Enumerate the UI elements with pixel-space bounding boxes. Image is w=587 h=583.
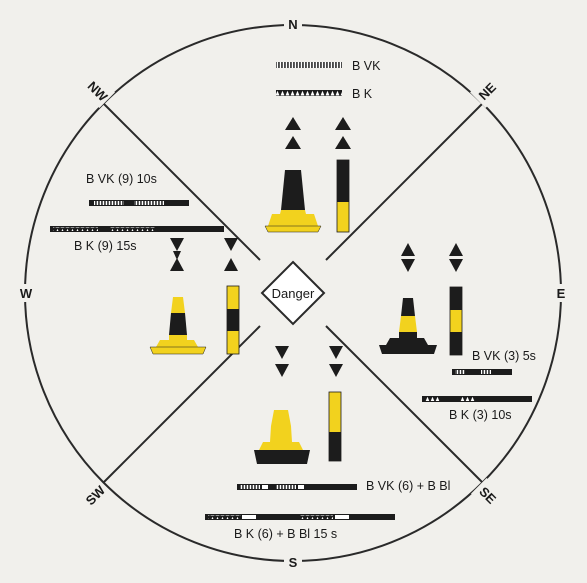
south-rhythm-vq-label: B VK (6) + B Bl bbox=[366, 479, 450, 493]
west-spar-icon bbox=[226, 285, 240, 355]
west-buoy-topmark-icon bbox=[170, 238, 184, 251]
west-buoy-icon bbox=[149, 297, 207, 355]
north-spar-icon bbox=[336, 159, 350, 233]
east-buoy-topmark-icon bbox=[401, 243, 415, 256]
south-spar-icon bbox=[328, 391, 342, 462]
danger-marker: Danger bbox=[260, 260, 326, 326]
east-rhythm-vq-label: B VK (3) 5s bbox=[472, 349, 536, 363]
south-buoy-topmark-icon bbox=[275, 346, 289, 359]
danger-diamond bbox=[260, 260, 326, 326]
nw-se-line-upper bbox=[102, 102, 261, 261]
east-rhythm-q-label: B K (3) 10s bbox=[449, 408, 512, 422]
east-spar-topmark-icon bbox=[449, 243, 463, 256]
south-buoy-icon bbox=[254, 410, 310, 464]
north-rhythm-q-bar bbox=[276, 90, 342, 96]
west-cardinal-group: B VK (9) 10s B K (9) 15s bbox=[50, 172, 240, 355]
east-buoy-icon bbox=[379, 298, 437, 354]
danger-label: Danger bbox=[272, 286, 315, 301]
compass-label-e: E bbox=[557, 286, 566, 301]
north-cardinal-group: B VK B K bbox=[264, 59, 381, 233]
south-spar-topmark-icon bbox=[329, 346, 343, 359]
north-rhythm-q-label: B K bbox=[352, 87, 373, 101]
north-spar-topmark-icon bbox=[335, 117, 351, 130]
west-rhythm-q-label: B K (9) 15s bbox=[74, 239, 137, 253]
east-spar-icon bbox=[449, 286, 463, 356]
compass-label-n: N bbox=[288, 17, 297, 32]
north-buoy-icon bbox=[264, 170, 322, 233]
west-rhythm-vq-label: B VK (9) 10s bbox=[86, 172, 157, 186]
north-buoy-topmark-icon bbox=[285, 117, 301, 130]
north-rhythm-vq-label: B VK bbox=[352, 59, 381, 73]
south-rhythm-q-label: B K (6) + B Bl 15 s bbox=[234, 527, 337, 541]
east-rhythm-q-bar bbox=[422, 396, 532, 402]
west-spar-topmark-icon bbox=[224, 238, 238, 251]
compass-label-s: S bbox=[289, 555, 298, 570]
south-cardinal-group: B VK (6) + B Bl B K (6) + B Bl 15 s bbox=[205, 346, 450, 541]
ne-sw-line-upper bbox=[325, 102, 484, 261]
north-rhythm-vq-bar bbox=[276, 62, 342, 68]
south-rhythm-vq-bar bbox=[237, 484, 357, 490]
east-cardinal-group: B VK (3) 5s B K (3) 10s bbox=[379, 243, 536, 422]
nw-se-line-lower bbox=[325, 325, 484, 484]
compass-label-w: W bbox=[20, 286, 33, 301]
compass-rose: N S W E NW NE SW SE bbox=[16, 14, 570, 572]
